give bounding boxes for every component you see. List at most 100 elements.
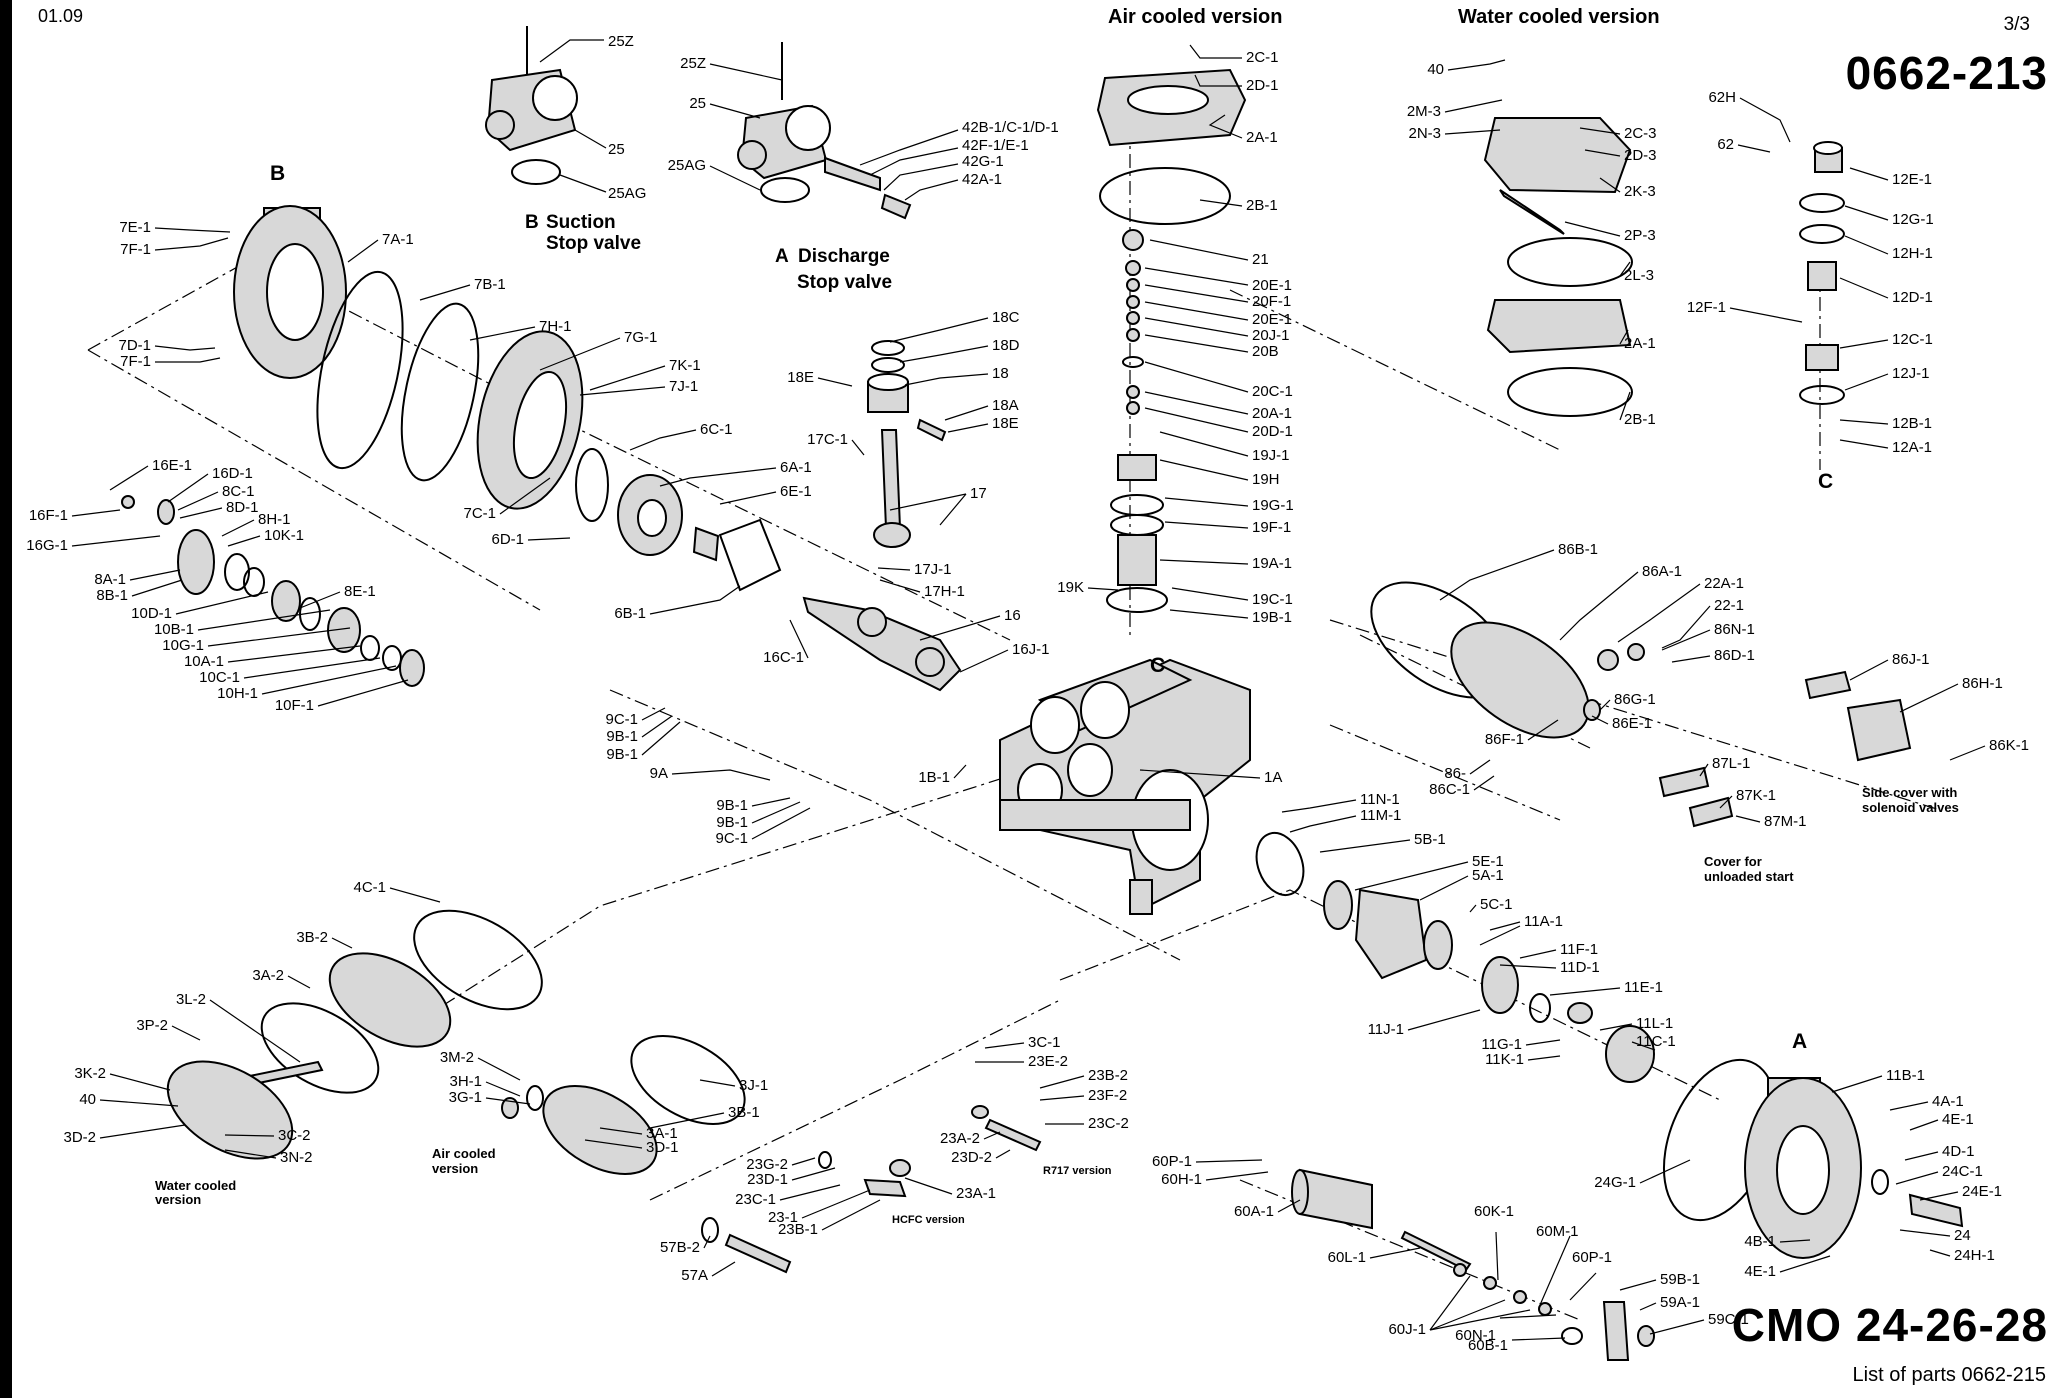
- part-label: 60B-1: [1468, 1337, 1508, 1354]
- part-label: 25AG: [668, 157, 706, 174]
- part-label: 86G-1: [1614, 691, 1656, 708]
- part-label: 22A-1: [1704, 575, 1744, 592]
- part-label: 3G-1: [449, 1089, 482, 1106]
- part-label: 59A-1: [1660, 1294, 1700, 1311]
- part-label: 5E-1: [1472, 853, 1504, 870]
- captions: B Suction Stop valve A Discharge Stop va…: [155, 212, 1959, 1226]
- part-label: 19H: [1252, 471, 1280, 488]
- part-label: 3J-1: [739, 1077, 768, 1094]
- shaft-seal-6a: [617, 474, 782, 592]
- unloaded-start-caption-line2: unloaded start: [1704, 869, 1794, 884]
- part-label: 8A-1: [94, 571, 126, 588]
- part-label: 1A: [1264, 769, 1282, 786]
- water-cooled-caption-line1: Water cooled: [155, 1178, 236, 1193]
- part-label: 62: [1717, 136, 1734, 153]
- part-label: 9B-1: [606, 746, 638, 763]
- part-label: 8C-1: [222, 483, 255, 500]
- part-label: 16E-1: [152, 457, 192, 474]
- part-label: 60H-1: [1161, 1171, 1202, 1188]
- model-title: CMO 24-26-28: [1731, 1299, 2048, 1351]
- part-label: 6B-1: [614, 605, 646, 622]
- part-label: 6D-1: [491, 531, 524, 548]
- discharge-caption-line2: Stop valve: [797, 272, 892, 293]
- part-label: 16F-1: [29, 507, 68, 524]
- part-label: 6C-1: [700, 421, 733, 438]
- part-label: 11G-1: [1481, 1036, 1522, 1053]
- part-label: 5A-1: [1472, 867, 1504, 884]
- part-label: 3L-2: [176, 991, 206, 1008]
- part-label: 11M-1: [1360, 807, 1401, 824]
- part-label: 86J-1: [1892, 651, 1930, 668]
- part-label: 9A: [650, 765, 668, 782]
- part-label: 8E-1: [344, 583, 376, 600]
- part-label: 6E-1: [780, 483, 812, 500]
- parts-list-reference: List of parts 0662-215: [1852, 1364, 2046, 1386]
- part-label: 8D-1: [226, 499, 259, 516]
- part-label: 11F-1: [1560, 941, 1598, 958]
- part-label: 3H-1: [449, 1073, 482, 1090]
- part-label: 2A-1: [1246, 129, 1278, 146]
- part-label: 25Z: [608, 33, 634, 50]
- part-label: 10C-1: [199, 669, 240, 686]
- part-label: 3B-1: [728, 1104, 760, 1121]
- part-label: 4E-1: [1942, 1111, 1974, 1128]
- part-label: 12C-1: [1892, 331, 1933, 348]
- part-label: 60J-1: [1388, 1321, 1426, 1338]
- part-label: 9B-1: [716, 814, 748, 831]
- suction-caption-line1: Suction: [546, 212, 616, 233]
- part-label: 86B-1: [1558, 541, 1598, 558]
- part-label: 22-1: [1714, 597, 1744, 614]
- part-label: 2B-1: [1624, 411, 1656, 428]
- part-label: 20B: [1252, 343, 1279, 360]
- part-label: 24: [1954, 1227, 1971, 1244]
- part-label: 19B-1: [1252, 609, 1292, 626]
- part-label: 23G-2: [746, 1156, 788, 1173]
- cylinder-liner-stack: [1096, 68, 1247, 613]
- part-label: 59B-1: [1660, 1271, 1700, 1288]
- part-label: 7B-1: [474, 276, 506, 293]
- part-label: 6A-1: [780, 459, 812, 476]
- part-label: 60M-1: [1536, 1223, 1579, 1240]
- part-label: 20E-1: [1252, 277, 1292, 294]
- part-label: 10G-1: [162, 637, 204, 654]
- part-label: 19K: [1057, 579, 1084, 596]
- binding-edge: [0, 0, 12, 1398]
- part-label: 12G-1: [1892, 211, 1934, 228]
- part-label: 40: [79, 1091, 96, 1108]
- front-bearing-oil-pump: [1255, 832, 1655, 1083]
- part-label: 19J-1: [1252, 447, 1290, 464]
- part-label: 23B-2: [1088, 1067, 1128, 1084]
- part-label: 12B-1: [1892, 415, 1932, 432]
- part-label: 17C-1: [807, 431, 848, 448]
- part-label: 10H-1: [217, 685, 258, 702]
- part-label: 16J-1: [1012, 641, 1050, 658]
- side-cover-caption-line2: solenoid valves: [1862, 800, 1959, 815]
- part-label: 10D-1: [131, 605, 172, 622]
- section-marker-b: B: [270, 162, 285, 185]
- cylinder-head-covers-3: [166, 909, 746, 1175]
- part-label: 7E-1: [119, 219, 151, 236]
- section-markers: B C C A: [270, 162, 1833, 1053]
- part-label: 86N-1: [1714, 621, 1755, 638]
- part-label: 42F-1/E-1: [962, 137, 1029, 154]
- part-label: 25: [689, 95, 706, 112]
- page-date: 01.09: [38, 6, 84, 26]
- part-label: 86A-1: [1642, 563, 1682, 580]
- part-label: 11A-1: [1524, 913, 1563, 930]
- part-label: 9C-1: [605, 711, 638, 728]
- part-label: 1B-1: [918, 769, 950, 786]
- part-label: 3K-2: [74, 1065, 106, 1082]
- side-cover-86: [1370, 581, 1912, 828]
- oil-filter-60: [1291, 1168, 1655, 1361]
- part-label: 4E-1: [1744, 1263, 1776, 1280]
- suction-caption-line2: Stop valve: [546, 233, 641, 254]
- part-label: 18E: [787, 369, 814, 386]
- part-label: 60K-1: [1474, 1203, 1514, 1220]
- part-label: 86-: [1444, 765, 1466, 782]
- section-marker-c-center: C: [1150, 654, 1165, 677]
- part-label: 2N-3: [1408, 125, 1441, 142]
- suction-filter-housing-7a: [233, 205, 609, 522]
- part-label: 7C-1: [463, 505, 496, 522]
- part-label: 25: [608, 141, 625, 158]
